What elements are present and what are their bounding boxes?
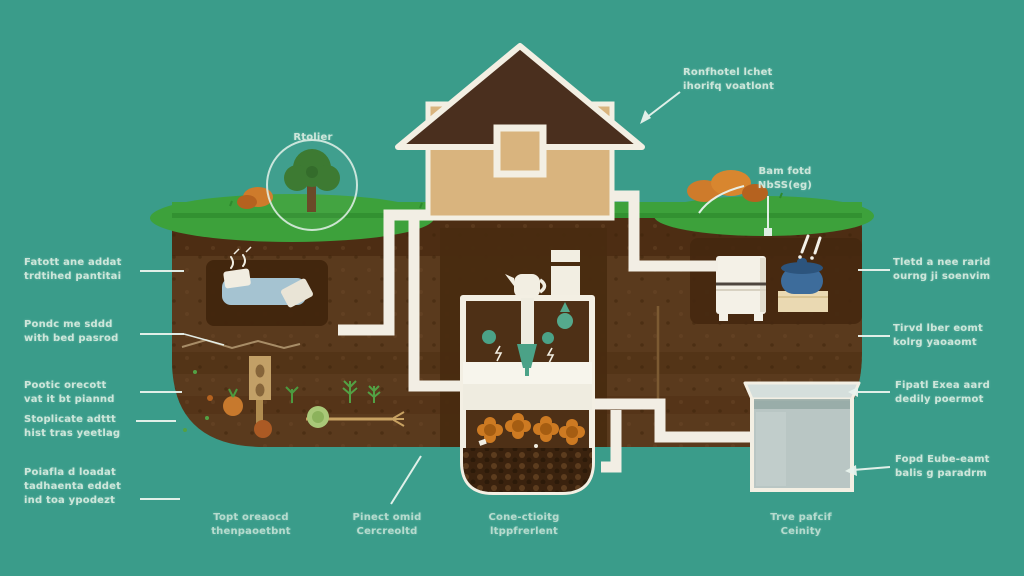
compost-scrap <box>482 330 496 344</box>
label-right-2: Tirvd lber eomt kolrg yaoaomt <box>893 323 983 348</box>
jug <box>514 274 540 298</box>
label-left-3: Pootic orecott vat it bt piannd <box>24 380 115 405</box>
house-window <box>493 124 547 178</box>
steam <box>230 254 246 269</box>
pipe-drain-branch <box>601 410 622 473</box>
washing-machine <box>716 256 766 321</box>
sprout <box>285 386 299 403</box>
pipe-tank-to-collection <box>590 398 754 443</box>
label-grass-note: Bam fotd NbSS(eg) <box>757 166 813 191</box>
arrowhead <box>848 387 858 397</box>
gas-spark <box>494 345 503 362</box>
label-bottom-4: Trve pafcif Ceinity <box>770 512 832 537</box>
tree-in-circle <box>266 139 358 231</box>
arrowhead <box>640 110 651 124</box>
compost-tank <box>460 295 595 495</box>
box-large <box>551 266 580 296</box>
house <box>395 43 645 221</box>
crate <box>778 291 828 312</box>
flower-layer <box>477 413 585 445</box>
box-small <box>551 250 580 262</box>
pear-scrap <box>557 313 573 329</box>
pipe-house-to-washer <box>610 190 718 272</box>
label-bottom-1: Topt oreaocd thenpaoetbnt <box>211 512 291 537</box>
label-right-4: Fopd Eube-eamt balis g paradrm <box>895 454 990 479</box>
pipe-house-to-tank <box>408 220 465 392</box>
appliance-pit <box>690 238 862 324</box>
label-roof-note: Ronfhotel lchet ihorifq voatlont <box>683 67 775 92</box>
inlet-drop-pipe <box>521 298 534 344</box>
collection-tank <box>743 381 861 492</box>
label-tree-note: Rtolier <box>293 132 333 143</box>
fern-plant <box>342 380 358 403</box>
pipe-house-to-tub <box>338 209 430 336</box>
arrowhead <box>845 465 857 476</box>
label-left-5: Poiafla d loadat tadhaenta eddet ind toa… <box>24 467 122 506</box>
tomato <box>254 420 272 438</box>
label-right-1: Tletd a nee rarid ourng ji soenvim <box>893 257 991 282</box>
blanket <box>281 278 313 308</box>
onion <box>223 396 243 416</box>
funnel <box>517 344 537 368</box>
highlight-circle <box>266 139 358 231</box>
label-left-2: Pondc me sddd with bed pasrod <box>24 319 119 344</box>
kitchen-items <box>505 250 580 298</box>
underground-bathtub <box>222 246 313 308</box>
cooking-pot <box>778 234 828 312</box>
orange-shrubs <box>237 170 768 209</box>
label-left-4: Stoplicate adttt hist tras yeetlag <box>24 414 121 439</box>
exclamation-marks <box>800 234 822 255</box>
tree-trunk <box>307 182 316 212</box>
fern-plant-small <box>367 385 381 403</box>
white-pipes <box>338 190 754 473</box>
wooden-post <box>249 356 271 400</box>
label-right-3: Fipatl Exea aard dedily poermot <box>895 380 990 405</box>
label-bottom-2: Pinect omid Cercreoltd <box>352 512 422 537</box>
buried-vegetables <box>183 356 381 438</box>
leader-lines <box>136 91 891 505</box>
label-bottom-3: Cone-ctioitg ltppfrerlent <box>488 512 560 537</box>
label-left-1: Fatott ane addat trdtihed pantitai <box>24 257 122 282</box>
pillow <box>223 268 251 289</box>
